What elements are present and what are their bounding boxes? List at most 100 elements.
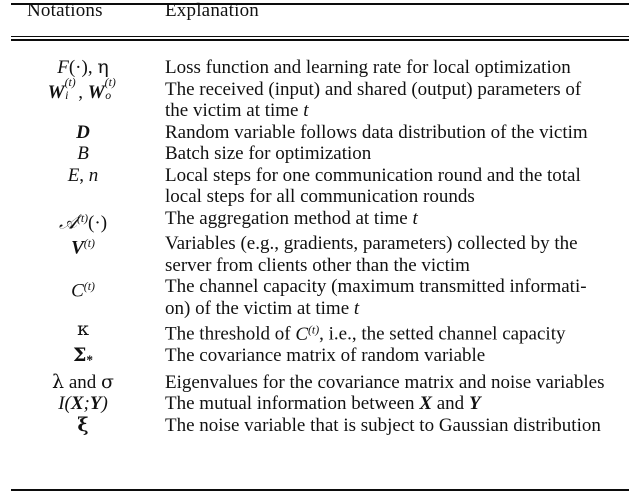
explanation-line: on) of the victim at time: [165, 297, 354, 319]
symbol-W-output: W(t)o: [87, 76, 119, 104]
explanation-line: Local steps for one communication round …: [165, 164, 581, 186]
explanation-cell-loss-function: Loss function and learning rate for loca…: [159, 57, 629, 79]
table-header-rule-upper: [11, 36, 629, 37]
explanation-line: The threshold of: [165, 323, 296, 345]
table-header-row: Notations Explanation: [11, 0, 629, 22]
explanation-line: Loss function and learning rate for loca…: [165, 57, 571, 78]
symbol-W: W: [47, 81, 65, 103]
table-row: Σ* The covariance matrix of random varia…: [11, 345, 629, 371]
explanation-cell-eigenvalues: Eigenvalues for the covariance matrix an…: [159, 372, 629, 394]
script-cluster-output: (t)o: [105, 76, 119, 101]
explanation-conjunction: and: [432, 393, 469, 415]
subscript-i: i: [65, 88, 69, 102]
explanation-cell-covariance-matrix: The covariance matrix of random variable: [159, 345, 629, 371]
explanation-line: Variables (e.g., gradients, parameters) …: [165, 233, 578, 255]
superscript-t: (t): [83, 280, 95, 294]
notation-cell-weights: W(t)i, W(t)o: [11, 76, 159, 122]
symbol-n: n: [88, 164, 99, 186]
superscript-t: (t): [308, 323, 320, 337]
explanation-line: local steps for all communication rounds: [165, 186, 475, 207]
script-cluster-input: (t)i: [65, 76, 79, 101]
superscript-t: (t): [104, 76, 116, 90]
subscript-star: *: [86, 353, 94, 369]
symbol-W-input: W(t)i: [47, 76, 79, 104]
notation-cell-aggregation: 𝒜(t)(·): [11, 208, 159, 234]
symbol-comma: ,: [78, 81, 83, 103]
notation-cell-kappa: κ: [11, 319, 159, 345]
symbol-W: W: [87, 81, 105, 103]
conjunction-and: and: [68, 371, 97, 393]
table-row: C(t) The channel capacity (maximum trans…: [11, 276, 629, 319]
explanation-line: The noise variable that is subject to Ga…: [165, 414, 601, 436]
notation-cell-sigma-matrix: Σ*: [11, 345, 159, 371]
explanation-cell-channel-capacity: The channel capacity (maximum transmitte…: [159, 276, 629, 319]
symbol-comma: ,: [79, 164, 85, 186]
symbol-D: D: [76, 121, 90, 143]
explanation-line: Random variable follows data distributio…: [165, 121, 588, 143]
explanation-line: Batch size for optimization: [165, 143, 372, 164]
symbol-sigma: σ: [101, 370, 114, 393]
table-row: F(·), η Loss function and learning rate …: [11, 56, 629, 79]
symbol-dot-argument: (·): [88, 211, 108, 233]
symbol-t: t: [353, 297, 360, 319]
table-bottom-rule: [11, 489, 629, 491]
table-row: V(t) Variables (e.g., gradients, paramet…: [11, 233, 629, 276]
notation-cell-D: D: [11, 122, 159, 144]
explanation-cell-mutual-information: The mutual information between X and Y: [159, 393, 629, 415]
explanation-cell-local-steps: Local steps for one communication round …: [159, 165, 629, 208]
notation-table: Notations Explanation F(·), η Loss funct…: [11, 0, 629, 436]
symbol-E: E: [67, 164, 80, 186]
table-row: 𝒜(t)(·) The aggregation method at time t: [11, 208, 629, 234]
symbol-semicolon: ;: [83, 393, 90, 415]
symbol-Sigma: Σ: [72, 344, 87, 367]
table-row: D Random variable follows data distribut…: [11, 122, 629, 144]
symbol-comma: ,: [87, 57, 93, 78]
explanation-line: the victim at time: [165, 100, 304, 121]
table-header: Notations Explanation: [11, 0, 629, 57]
notation-cell-B: B: [11, 143, 159, 165]
table-row: λ and σ Eigenvalues for the covariance m…: [11, 370, 629, 394]
symbol-V: V: [71, 237, 84, 259]
notation-cell-E-n: E, n: [11, 165, 159, 208]
symbol-paren-open: (: [64, 393, 71, 415]
notation-cell-V: V(t): [11, 233, 159, 276]
column-header-explanation: Explanation: [165, 0, 260, 21]
explanation-cell-noise-variable: The noise variable that is subject to Ga…: [159, 415, 629, 437]
explanation-cell-aggregation: The aggregation method at time t: [159, 208, 629, 234]
symbol-kappa: κ: [77, 318, 89, 341]
notation-cell-C: C(t): [11, 276, 159, 319]
symbol-B: B: [77, 143, 89, 164]
symbol-F: F: [57, 57, 69, 78]
table-top-rule: [11, 3, 629, 5]
symbol-script-A: 𝒜: [58, 210, 77, 233]
table-row: I(X;Y) The mutual information between X …: [11, 393, 629, 415]
symbol-Y: Y: [89, 393, 102, 415]
table-header-rule-lower: [11, 39, 629, 41]
table-row: W(t)i, W(t)o The received (input) and sh…: [11, 76, 629, 122]
notation-cell-lambda-sigma: λ and σ: [11, 370, 159, 394]
symbol-X: X: [419, 393, 432, 415]
symbol-eta: η: [97, 56, 109, 78]
explanation-line: server from clients other than the victi…: [165, 254, 470, 276]
symbol-lambda: λ: [52, 370, 65, 393]
table-row: ξ The noise variable that is subject to …: [11, 413, 629, 437]
symbol-xi: ξ: [77, 413, 89, 436]
superscript-t: (t): [83, 237, 95, 251]
symbol-C: C: [295, 323, 309, 345]
superscript-t: (t): [64, 76, 76, 90]
symbol-I: I: [58, 393, 65, 415]
inline-symbol-C-t: C(t): [295, 323, 320, 345]
symbol-dot-argument: (·): [68, 57, 88, 78]
table-row: E, n Local steps for one communication r…: [11, 165, 629, 208]
explanation-line: The mutual information between: [165, 393, 420, 415]
explanation-line: The aggregation method at time: [165, 207, 413, 229]
table-body: F(·), η Loss function and learning rate …: [11, 56, 629, 437]
explanation-cell-random-variable: Random variable follows data distributio…: [159, 122, 629, 144]
explanation-cell-variables: Variables (e.g., gradients, parameters) …: [159, 233, 629, 276]
table-row: B Batch size for optimization: [11, 143, 629, 165]
notation-cell-mutual-information: I(X;Y): [11, 393, 159, 415]
explanation-line: Eigenvalues for the covariance matrix an…: [165, 371, 605, 393]
explanation-line: The covariance matrix of random variable: [165, 345, 486, 367]
explanation-line: The channel capacity (maximum transmitte…: [165, 276, 587, 298]
